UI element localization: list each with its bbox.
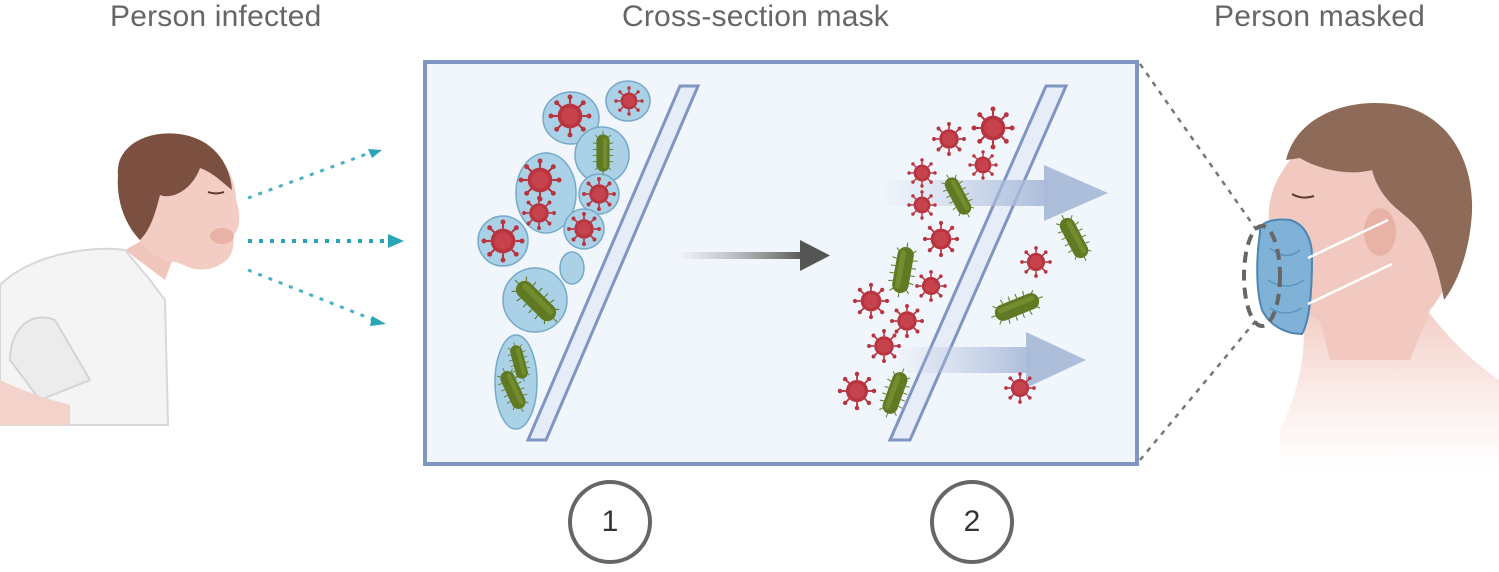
airflow-arrows <box>880 165 1108 388</box>
person-infected-illustration <box>0 133 240 426</box>
mask-layer-1 <box>525 84 701 442</box>
exhalation-arrows <box>247 149 404 326</box>
cross-section-frame <box>423 60 1139 466</box>
label-cross-section-mask: Cross-section mask <box>622 0 889 33</box>
step-2-badge: 2 <box>930 480 1014 564</box>
zoom-line-bottom <box>1139 317 1259 461</box>
label-person-infected: Person infected <box>110 0 322 33</box>
label-person-masked: Person masked <box>1214 0 1426 33</box>
transition-arrow <box>676 240 830 271</box>
step-1-badge: 1 <box>568 480 652 564</box>
person-masked-illustration <box>1242 102 1499 470</box>
zoom-line-top <box>1138 63 1260 233</box>
